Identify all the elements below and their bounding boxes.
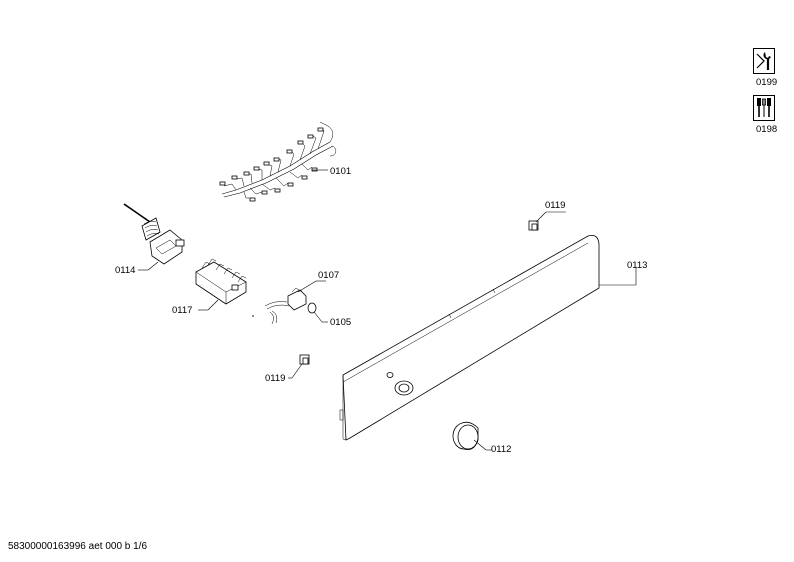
part-label-0101: 0101 [330, 166, 351, 177]
lamp-knob-0105[interactable]: 0105 [307, 302, 351, 328]
control-panel-0113[interactable]: 0113 [339, 234, 647, 441]
thermostat-0114[interactable]: 0114 [115, 203, 185, 276]
clip-0119-lower[interactable]: 0119 [265, 354, 310, 384]
tool-code-0198: 0198 [756, 124, 778, 135]
screwdriver-set-icon [753, 95, 775, 121]
part-label-0112: 0112 [491, 444, 511, 455]
lamp-switch-0107[interactable]: 0107 [264, 270, 339, 325]
knob-0112[interactable]: 0112 [452, 421, 511, 455]
part-label-0105: 0105 [330, 317, 351, 328]
wrench-icon [753, 48, 775, 74]
document-reference: 58300000163996 aet 000 b 1/6 [8, 541, 148, 552]
switch-block-0117[interactable]: 0117 [172, 258, 247, 316]
wiring-harness-0101[interactable]: 0101 [219, 121, 351, 202]
part-label-0113: 0113 [627, 260, 647, 271]
part-label-0119-upper: 0119 [545, 200, 565, 211]
part-label-0119-lower: 0119 [265, 373, 285, 384]
clip-0119-upper[interactable]: 0119 [528, 200, 566, 231]
part-label-0107: 0107 [318, 270, 339, 281]
tool-code-0199: 0199 [756, 77, 778, 88]
part-label-0114: 0114 [115, 265, 135, 276]
part-label-0117: 0117 [172, 305, 192, 316]
